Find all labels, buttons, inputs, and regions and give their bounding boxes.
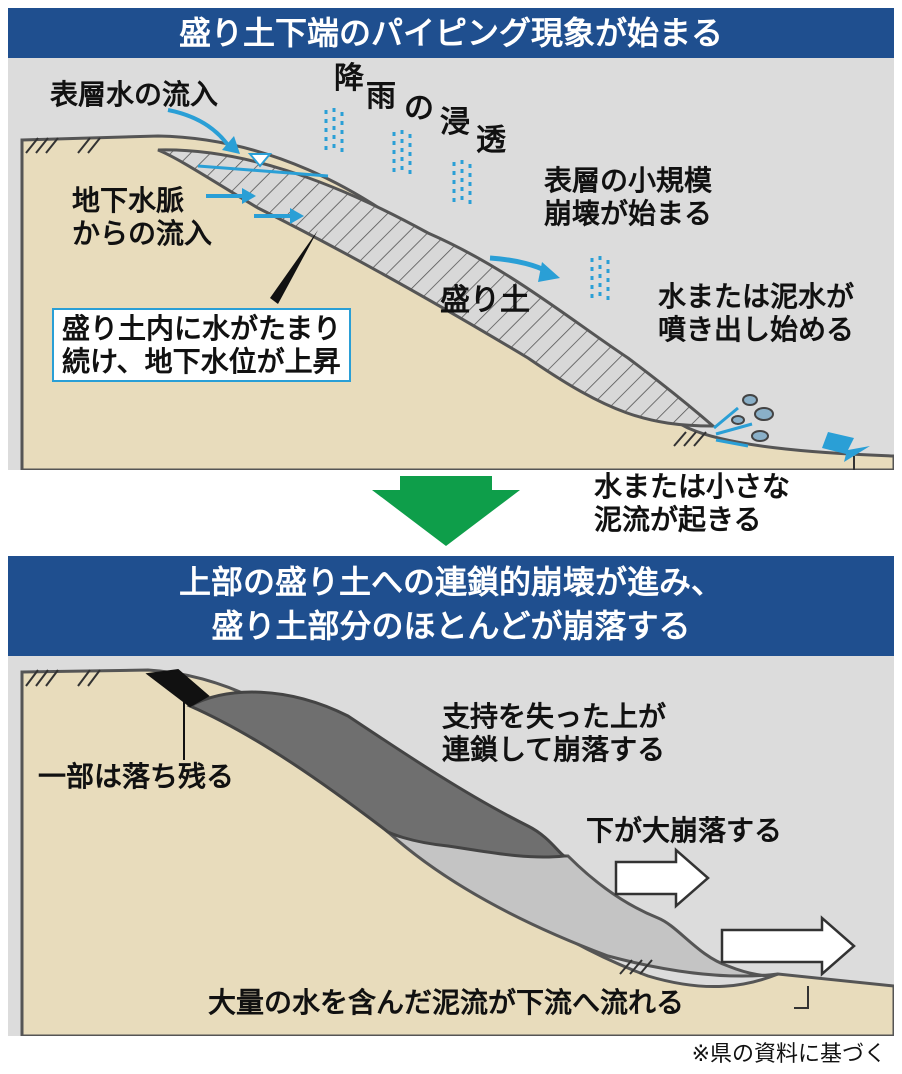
ground-tick-marks-left (25, 137, 101, 154)
spout-water-lines (713, 406, 753, 448)
rain-drops (324, 108, 610, 304)
stage1-title: 盛り土下端のパイピング現象が始まる (178, 14, 723, 52)
stage2-title-banner: 上部の盛り土への連鎖的崩壊が進み、 盛り土部分のほとんどが崩落する (8, 556, 894, 656)
ground-tick-marks-toe (673, 431, 707, 447)
label-small-mudflow: 水または小さな 泥流が起きる (594, 470, 791, 536)
spout-icon (731, 394, 774, 442)
ground-tick-marks-stage2 (25, 669, 653, 975)
small-collapse-arrowhead (538, 262, 560, 282)
stage1-diagram (20, 108, 894, 470)
label-groundwater-inflow: 地下水脈 からの流入 (72, 184, 213, 250)
green-down-arrow-icon (372, 476, 520, 546)
water-table-line (197, 164, 329, 178)
surface-inflow-arrowhead (222, 136, 240, 154)
accumulation-pointer (270, 230, 318, 304)
stage2-title-line1: 上部の盛り土への連鎖的崩壊が進み、 (178, 563, 723, 601)
label-spout: 水または泥水が 噴き出し始める (658, 280, 855, 346)
mudflow-label-bracket (794, 986, 809, 1009)
mudflow-arrow-icon (720, 915, 856, 977)
stage1-panel: 表層水の流入 降 雨 の 浸 透 地下水脈 からの流入 表層の小規模 崩壊が始ま… (8, 58, 894, 470)
label-small-collapse: 表層の小規模 崩壊が始まる (544, 164, 713, 230)
stage2-title-line2: 盛り土部分のほとんどが崩落する (211, 607, 691, 645)
lower-collapse-arrow-icon (614, 847, 710, 909)
surface-inflow-arrow (167, 108, 232, 150)
stage2-diagram (20, 668, 894, 1036)
label-partial-remain: 一部は落ち残る (38, 760, 235, 793)
outflow-arrow (822, 432, 870, 462)
label-water-accumulation: 盛り土内に水がたまり 続け、地下水位が上昇 (52, 308, 352, 382)
remaining-fill-piece (145, 668, 210, 708)
flow-label-bracket (853, 456, 855, 470)
source-note: ※県の資料に基づく (691, 1042, 886, 1067)
label-chain-collapse: 支持を失った上が 連鎖して崩落する (442, 700, 667, 766)
stage1-title-banner: 盛り土下端のパイピング現象が始まる (8, 8, 894, 58)
stage2-panel: 一部は落ち残る 支持を失った上が 連鎖して崩落する 下が大崩落する 大量の水を含… (8, 656, 894, 1036)
label-mudflow: 大量の水を含んだ泥流が下流へ流れる (208, 986, 685, 1019)
chain-collapse-mass (186, 690, 569, 859)
groundwater-arrows (206, 188, 304, 224)
water-table-marker-icon (247, 153, 273, 168)
label-lower-collapse: 下が大崩落する (586, 814, 783, 847)
label-fill: 盛り土 (440, 283, 530, 318)
label-surface-inflow: 表層水の流入 (50, 78, 219, 111)
